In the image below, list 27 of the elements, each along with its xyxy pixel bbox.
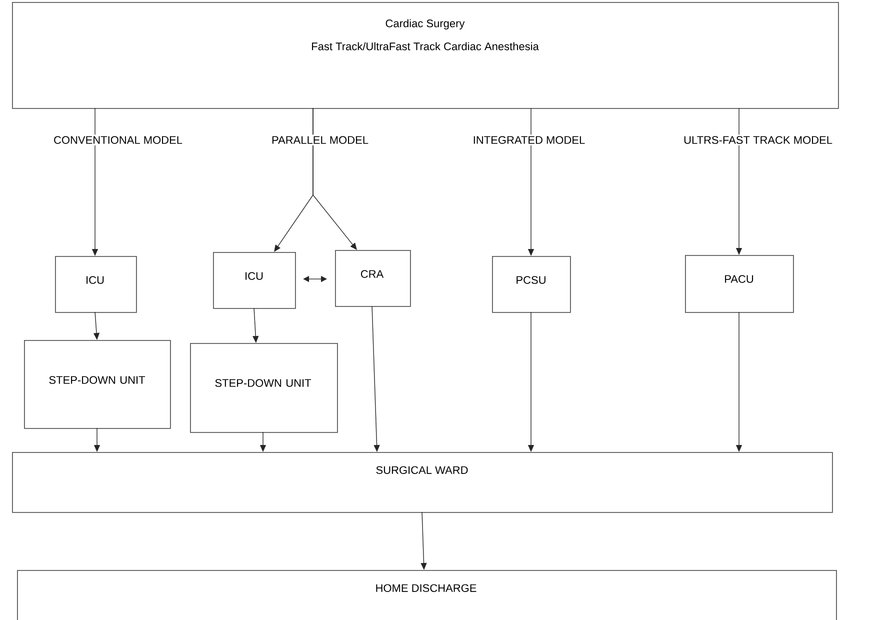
process-box	[685, 255, 794, 313]
arrow	[303, 276, 327, 282]
process-box	[213, 252, 296, 309]
node-label: PACU	[725, 275, 754, 283]
process-box	[12, 2, 839, 109]
node-label: SURGICAL WARD	[376, 466, 468, 474]
process-box	[190, 343, 338, 433]
process-box	[492, 256, 571, 313]
model-label: PARALLEL MODEL	[270, 134, 370, 146]
process-box	[12, 452, 833, 513]
node-label: CRA	[360, 270, 384, 278]
process-box	[24, 340, 171, 429]
process-box	[335, 250, 411, 307]
node-label: PCSU	[516, 276, 546, 284]
model-label: CONVENTIONAL MODEL	[52, 134, 184, 146]
process-box	[55, 256, 137, 313]
node-label: HOME DISCHARGE	[376, 584, 476, 592]
node-label: ICU	[246, 272, 263, 280]
node-label: ICU	[86, 276, 104, 284]
node-label: Cardiac Surgery	[386, 19, 465, 30]
model-label: ULTRS-FAST TRACK MODEL	[682, 134, 834, 146]
process-box	[17, 570, 837, 620]
model-label: INTEGRATED MODEL	[471, 134, 587, 146]
arrow	[312, 108, 357, 250]
node-label: Fast Track/UltraFast Track Cardiac Anesthesia	[312, 42, 539, 50]
node-label: STEP-DOWN UNIT	[49, 376, 146, 384]
node-label: STEP-DOWN UNIT	[215, 379, 312, 387]
